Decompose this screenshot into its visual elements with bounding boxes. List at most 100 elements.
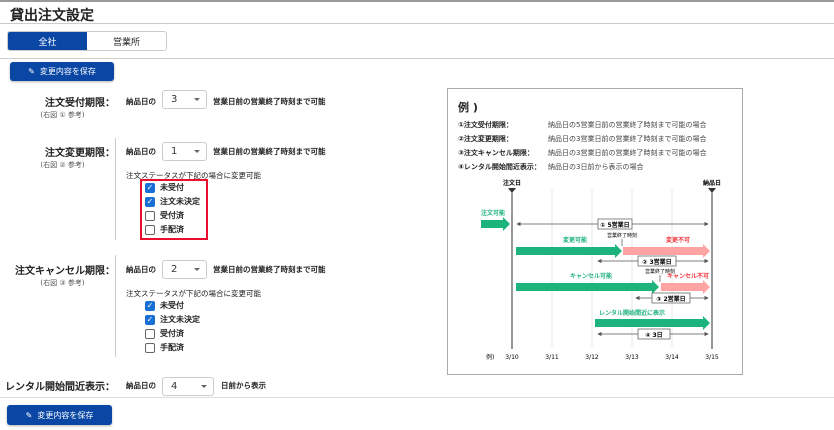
change-ok-label: 変更可能	[562, 236, 587, 244]
cancel-ok-label: キャンセル可能	[570, 272, 612, 280]
tab-branch[interactable]: 営業所	[112, 37, 140, 48]
change-status-checkbox[interactable]: 受付済	[145, 210, 184, 221]
save-button-bottom[interactable]: ✎ 変更内容を保存	[7, 405, 112, 425]
checkbox-checked-icon: ✓	[145, 314, 155, 325]
example-diagram: 例 ) ①注文受付期限： 納品日の5営業日前の営業終了時刻まで可能の場合 ②注文変…	[447, 88, 743, 375]
change-ng-label: 変更不可	[665, 236, 690, 244]
accept-value: 3	[171, 94, 178, 105]
change-status-checkbox[interactable]: ✓注文未決定	[145, 196, 200, 207]
example-key: ①注文受付期限：	[458, 121, 513, 129]
checkbox-label: 未受付	[160, 183, 184, 192]
checkbox-checked-icon: ✓	[145, 196, 155, 207]
example-key: ④レンタル開始間近表示：	[458, 163, 541, 171]
close-time-label: 営業終了時刻	[645, 268, 675, 275]
order-ok-label: 注文可能	[481, 209, 505, 217]
green-arrow	[481, 217, 510, 231]
change-status-checkbox[interactable]: 手配済	[145, 224, 184, 235]
example-title: 例 )	[458, 101, 478, 114]
divider	[115, 138, 116, 240]
pink-arrow	[623, 244, 710, 258]
green-arrow	[516, 280, 659, 294]
page-title: 貸出注文設定	[10, 8, 94, 24]
checkbox-label: 手配済	[160, 343, 184, 352]
chevron-down-icon	[194, 268, 200, 271]
example-row: ①注文受付期限： 納品日の5営業日前の営業終了時刻まで可能の場合	[458, 120, 706, 130]
date-tick: 3/14	[665, 354, 679, 361]
axis-prefix: 例)	[486, 353, 494, 361]
rental-show-label: レンタル開始間近に表示	[599, 309, 665, 317]
change-suffix: 営業日前の営業終了時刻まで可能	[213, 147, 326, 156]
cancel-status-caption: 注文ステータスが下記の場合に変更可能	[126, 289, 261, 298]
checkbox-unchecked-icon	[145, 224, 155, 235]
checkbox-unchecked-icon	[145, 328, 155, 339]
change-value: 1	[171, 146, 178, 157]
cancel-status-checkbox[interactable]: 受付済	[145, 328, 184, 339]
checkbox-checked-icon: ✓	[145, 182, 155, 193]
date-tick: 3/15	[705, 354, 719, 361]
chevron-down-icon	[194, 150, 200, 153]
checkbox-unchecked-icon	[145, 210, 155, 221]
highlight-box	[140, 179, 208, 240]
cancel-suffix: 営業日前の営業終了時刻まで可能	[213, 265, 326, 274]
divider	[0, 58, 834, 59]
checkbox-label: 受付済	[160, 211, 184, 220]
example-row: ③注文キャンセル期限：納品日の3営業日前の営業終了時刻まで可能の場合	[458, 148, 706, 158]
date-tick: 3/13	[625, 354, 639, 361]
cancel-value: 2	[171, 264, 178, 275]
change-status-checkbox[interactable]: ✓ 未受付	[145, 182, 184, 193]
example-row: ②注文変更期限： 納品日の3営業日前の営業終了時刻まで可能の場合	[458, 134, 706, 144]
checkbox-label: 手配済	[160, 225, 184, 234]
cancel-status-checkbox[interactable]: ✓未受付	[145, 300, 184, 311]
order-day-label: 注文日	[503, 179, 521, 187]
range-label: ④ 3日	[645, 332, 662, 339]
cancel-deadline-label: 注文キャンセル期限：	[15, 266, 115, 277]
top-border	[0, 0, 834, 2]
change-days-select[interactable]: 1	[162, 142, 207, 161]
divider	[115, 255, 116, 357]
accept-prefix: 納品日の	[126, 97, 156, 106]
date-tick: 3/10	[505, 354, 519, 361]
rental-display-label: レンタル開始間近表示：	[5, 382, 115, 393]
delivery-day-label: 納品日	[703, 179, 721, 187]
change-deadline-label: 注文変更期限：	[45, 148, 115, 159]
example-key: ③注文キャンセル期限：	[458, 149, 534, 157]
tab-group: 全社 営業所	[7, 31, 167, 51]
rental-prefix: 納品日の	[126, 381, 156, 390]
rental-days-select[interactable]: 4	[162, 377, 214, 396]
footer-bar: ✎ 変更内容を保存	[0, 397, 834, 430]
example-key: ②注文変更期限：	[458, 135, 513, 143]
accept-suffix: 営業日前の営業終了時刻まで可能	[213, 97, 326, 106]
chevron-down-icon	[201, 385, 207, 388]
example-value: 納品日の3営業日前の営業終了時刻まで可能の場合	[548, 135, 707, 143]
marker-icon	[508, 188, 516, 193]
rental-suffix: 日前から表示	[221, 381, 266, 390]
cancel-status-checkbox[interactable]: 手配済	[145, 342, 184, 353]
pencil-icon: ✎	[25, 410, 33, 420]
checkbox-unchecked-icon	[145, 342, 155, 353]
tab-company[interactable]: 全社	[8, 32, 87, 50]
cancel-status-checkbox[interactable]: ✓ 注文未決定	[145, 314, 200, 325]
date-tick: 3/12	[585, 354, 599, 361]
example-value: 納品日の3日前から表示の場合	[548, 163, 644, 171]
cancel-days-select[interactable]: 2	[162, 260, 207, 279]
checkbox-label: 注文未決定	[160, 315, 200, 324]
change-prefix: 納品日の	[126, 147, 156, 156]
example-row: ④レンタル開始間近表示： 納品日の3日前から表示の場合	[458, 162, 643, 172]
save-label: 変更内容を保存	[37, 410, 94, 420]
pink-arrow	[661, 280, 710, 294]
accept-ref: (右図 ① 参考)	[40, 111, 85, 119]
change-status-caption: 注文ステータスが下記の場合に変更可能	[126, 171, 261, 180]
green-arrow	[595, 316, 710, 330]
range-label: ① 5営業日	[600, 221, 629, 229]
cancel-prefix: 納品日の	[126, 265, 156, 274]
example-value: 納品日の5営業日前の営業終了時刻まで可能の場合	[548, 121, 707, 129]
checkbox-label: 未受付	[160, 301, 184, 310]
date-tick: 3/11	[545, 354, 559, 361]
accept-days-select[interactable]: 3	[162, 90, 207, 109]
save-button-top[interactable]: ✎変更内容を保存	[10, 62, 114, 81]
save-label: 変更内容を保存	[39, 67, 96, 76]
marker-icon	[708, 188, 716, 193]
accept-deadline-label: 注文受付期限：	[45, 98, 115, 109]
checkbox-label: 受付済	[160, 329, 184, 338]
rental-value: 4	[171, 381, 178, 392]
